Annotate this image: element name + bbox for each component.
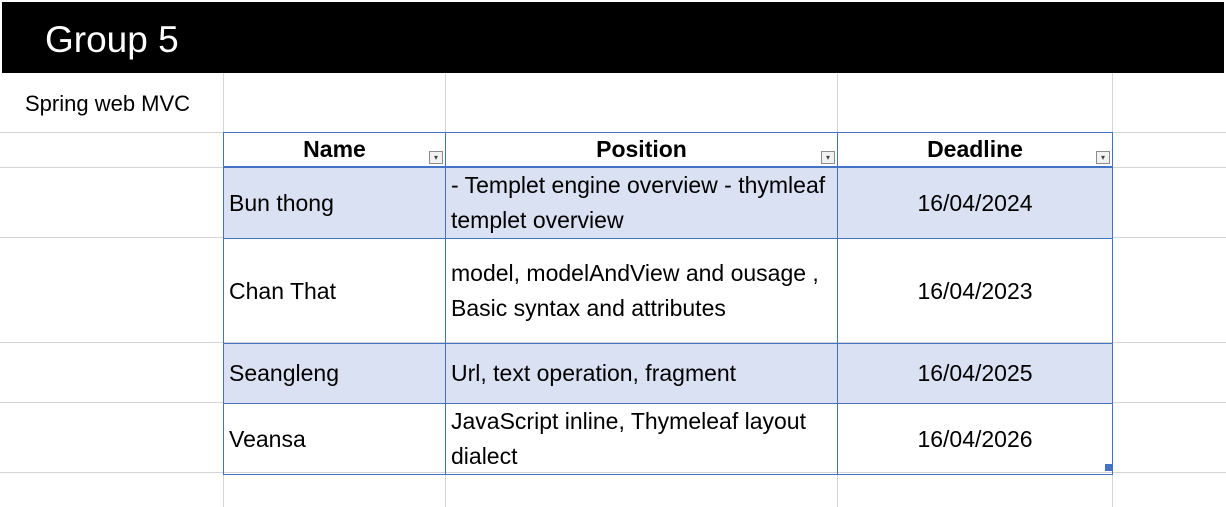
cell-position[interactable]: - Templet engine overview - thymleaf tem… bbox=[445, 166, 838, 239]
table-row: Seangleng Url, text operation, fragment … bbox=[223, 343, 1113, 404]
cell-deadline[interactable]: 16/04/2024 bbox=[837, 166, 1113, 239]
sheet-title: Group 5 bbox=[45, 19, 179, 60]
cell-name[interactable]: Chan That bbox=[223, 238, 446, 344]
column-header-deadline[interactable]: Deadline ▾ bbox=[837, 132, 1113, 168]
column-header-position[interactable]: Position ▾ bbox=[445, 132, 838, 168]
cell-deadline[interactable]: 16/04/2025 bbox=[837, 343, 1113, 404]
cell-name[interactable]: Bun thong bbox=[223, 166, 446, 239]
dropdown-filter-icon[interactable]: ▾ bbox=[1096, 151, 1110, 164]
dropdown-filter-icon[interactable]: ▾ bbox=[821, 151, 835, 164]
header-row: Name ▾ Position ▾ Deadline ▾ bbox=[223, 132, 1113, 168]
column-header-name[interactable]: Name ▾ bbox=[223, 132, 446, 168]
column-header-label: Deadline bbox=[927, 136, 1023, 162]
table-resize-handle[interactable] bbox=[1105, 464, 1112, 471]
sort-filter-icon[interactable]: ▾ bbox=[429, 151, 443, 164]
cell-deadline[interactable]: 16/04/2023 bbox=[837, 238, 1113, 344]
title-cell[interactable]: Group 5 bbox=[2, 2, 1224, 73]
cell-deadline[interactable]: 16/04/2026 bbox=[837, 403, 1113, 475]
cell-position[interactable]: JavaScript inline, Thymeleaf layout dial… bbox=[445, 403, 838, 475]
gridline bbox=[1112, 73, 1113, 507]
table-row: Chan That model, modelAndView and ousage… bbox=[223, 238, 1113, 344]
cell-position[interactable]: model, modelAndView and ousage , Basic s… bbox=[445, 238, 838, 344]
data-table: Name ▾ Position ▾ Deadline ▾ Bun thong -… bbox=[223, 132, 1113, 475]
cell-name[interactable]: Seangleng bbox=[223, 343, 446, 404]
cell-name[interactable]: Veansa bbox=[223, 403, 446, 475]
subtitle-cell[interactable]: Spring web MVC bbox=[25, 91, 191, 116]
cell-position[interactable]: Url, text operation, fragment bbox=[445, 343, 838, 404]
table-row: Bun thong - Templet engine overview - th… bbox=[223, 166, 1113, 239]
column-header-label: Position bbox=[596, 136, 687, 162]
table-row: Veansa JavaScript inline, Thymeleaf layo… bbox=[223, 403, 1113, 475]
column-header-label: Name bbox=[303, 136, 366, 162]
